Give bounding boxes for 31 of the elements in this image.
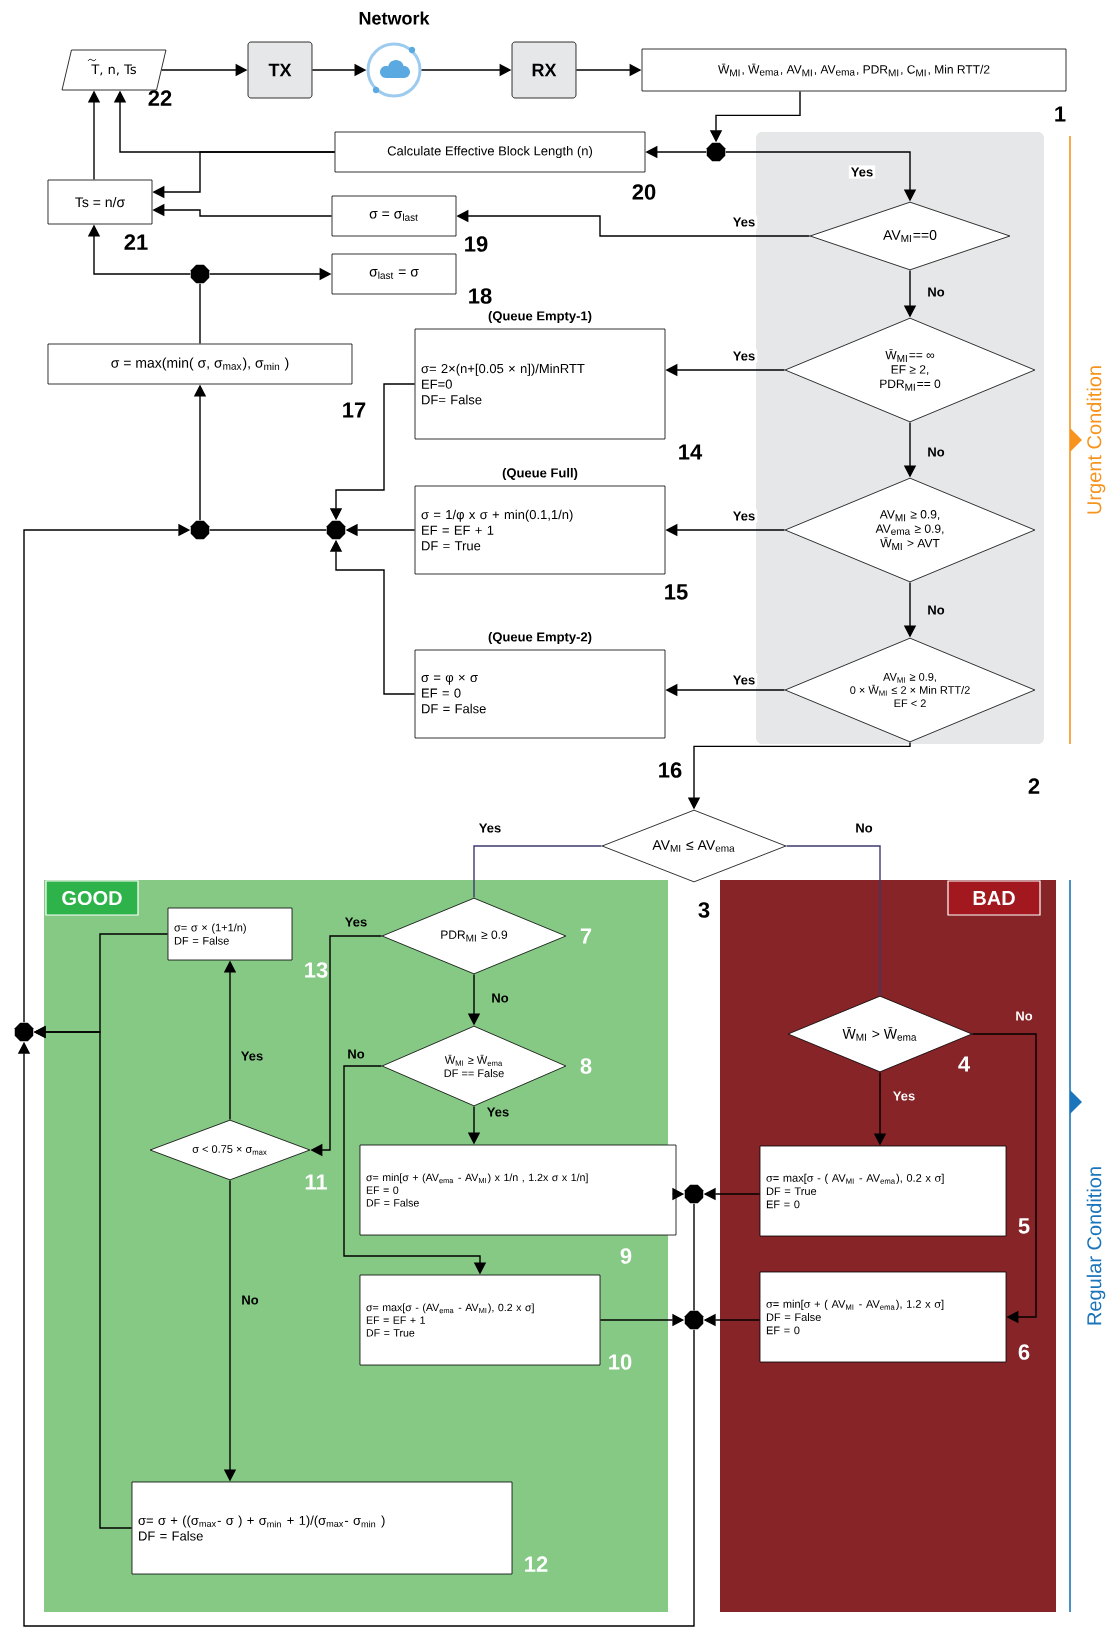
step-number: 15 (665, 584, 688, 600)
step-number: 14 (679, 444, 703, 460)
step-number: 8 (580, 1058, 592, 1074)
step-number: 12 (525, 1556, 548, 1572)
step-number: 4 (958, 1056, 970, 1072)
step-number: 16 (659, 762, 682, 778)
step-number: 3 (698, 902, 710, 918)
step-number: 2 (1028, 778, 1040, 794)
panel-tab: GOOD (45, 880, 139, 916)
step-number: 22 (148, 90, 172, 106)
step-number: 5 (1018, 1218, 1030, 1234)
step-number: 13 (305, 962, 328, 978)
step-number: 20 (632, 184, 656, 200)
step-number: 9 (620, 1248, 632, 1264)
arrow (971, 1033, 1037, 1324)
icon-caption: Network (359, 11, 430, 25)
step-number: 18 (469, 288, 492, 304)
step-number: 21 (124, 234, 148, 250)
panel-tab: BAD (947, 880, 1041, 916)
step-number: 17 (343, 402, 366, 418)
step-number: 11 (305, 1174, 327, 1190)
side-label: Urgent Condition (1086, 366, 1106, 514)
step-number: 1 (1055, 106, 1066, 122)
cloud-icon (366, 42, 422, 98)
process-box: RX (511, 41, 577, 99)
step-number: 19 (465, 236, 488, 252)
side-label: Regular Condition (1086, 1167, 1106, 1325)
process-box: TX (247, 41, 313, 99)
step-number: 7 (580, 928, 592, 944)
step-number: 10 (609, 1354, 632, 1370)
step-number: 6 (1018, 1344, 1030, 1360)
